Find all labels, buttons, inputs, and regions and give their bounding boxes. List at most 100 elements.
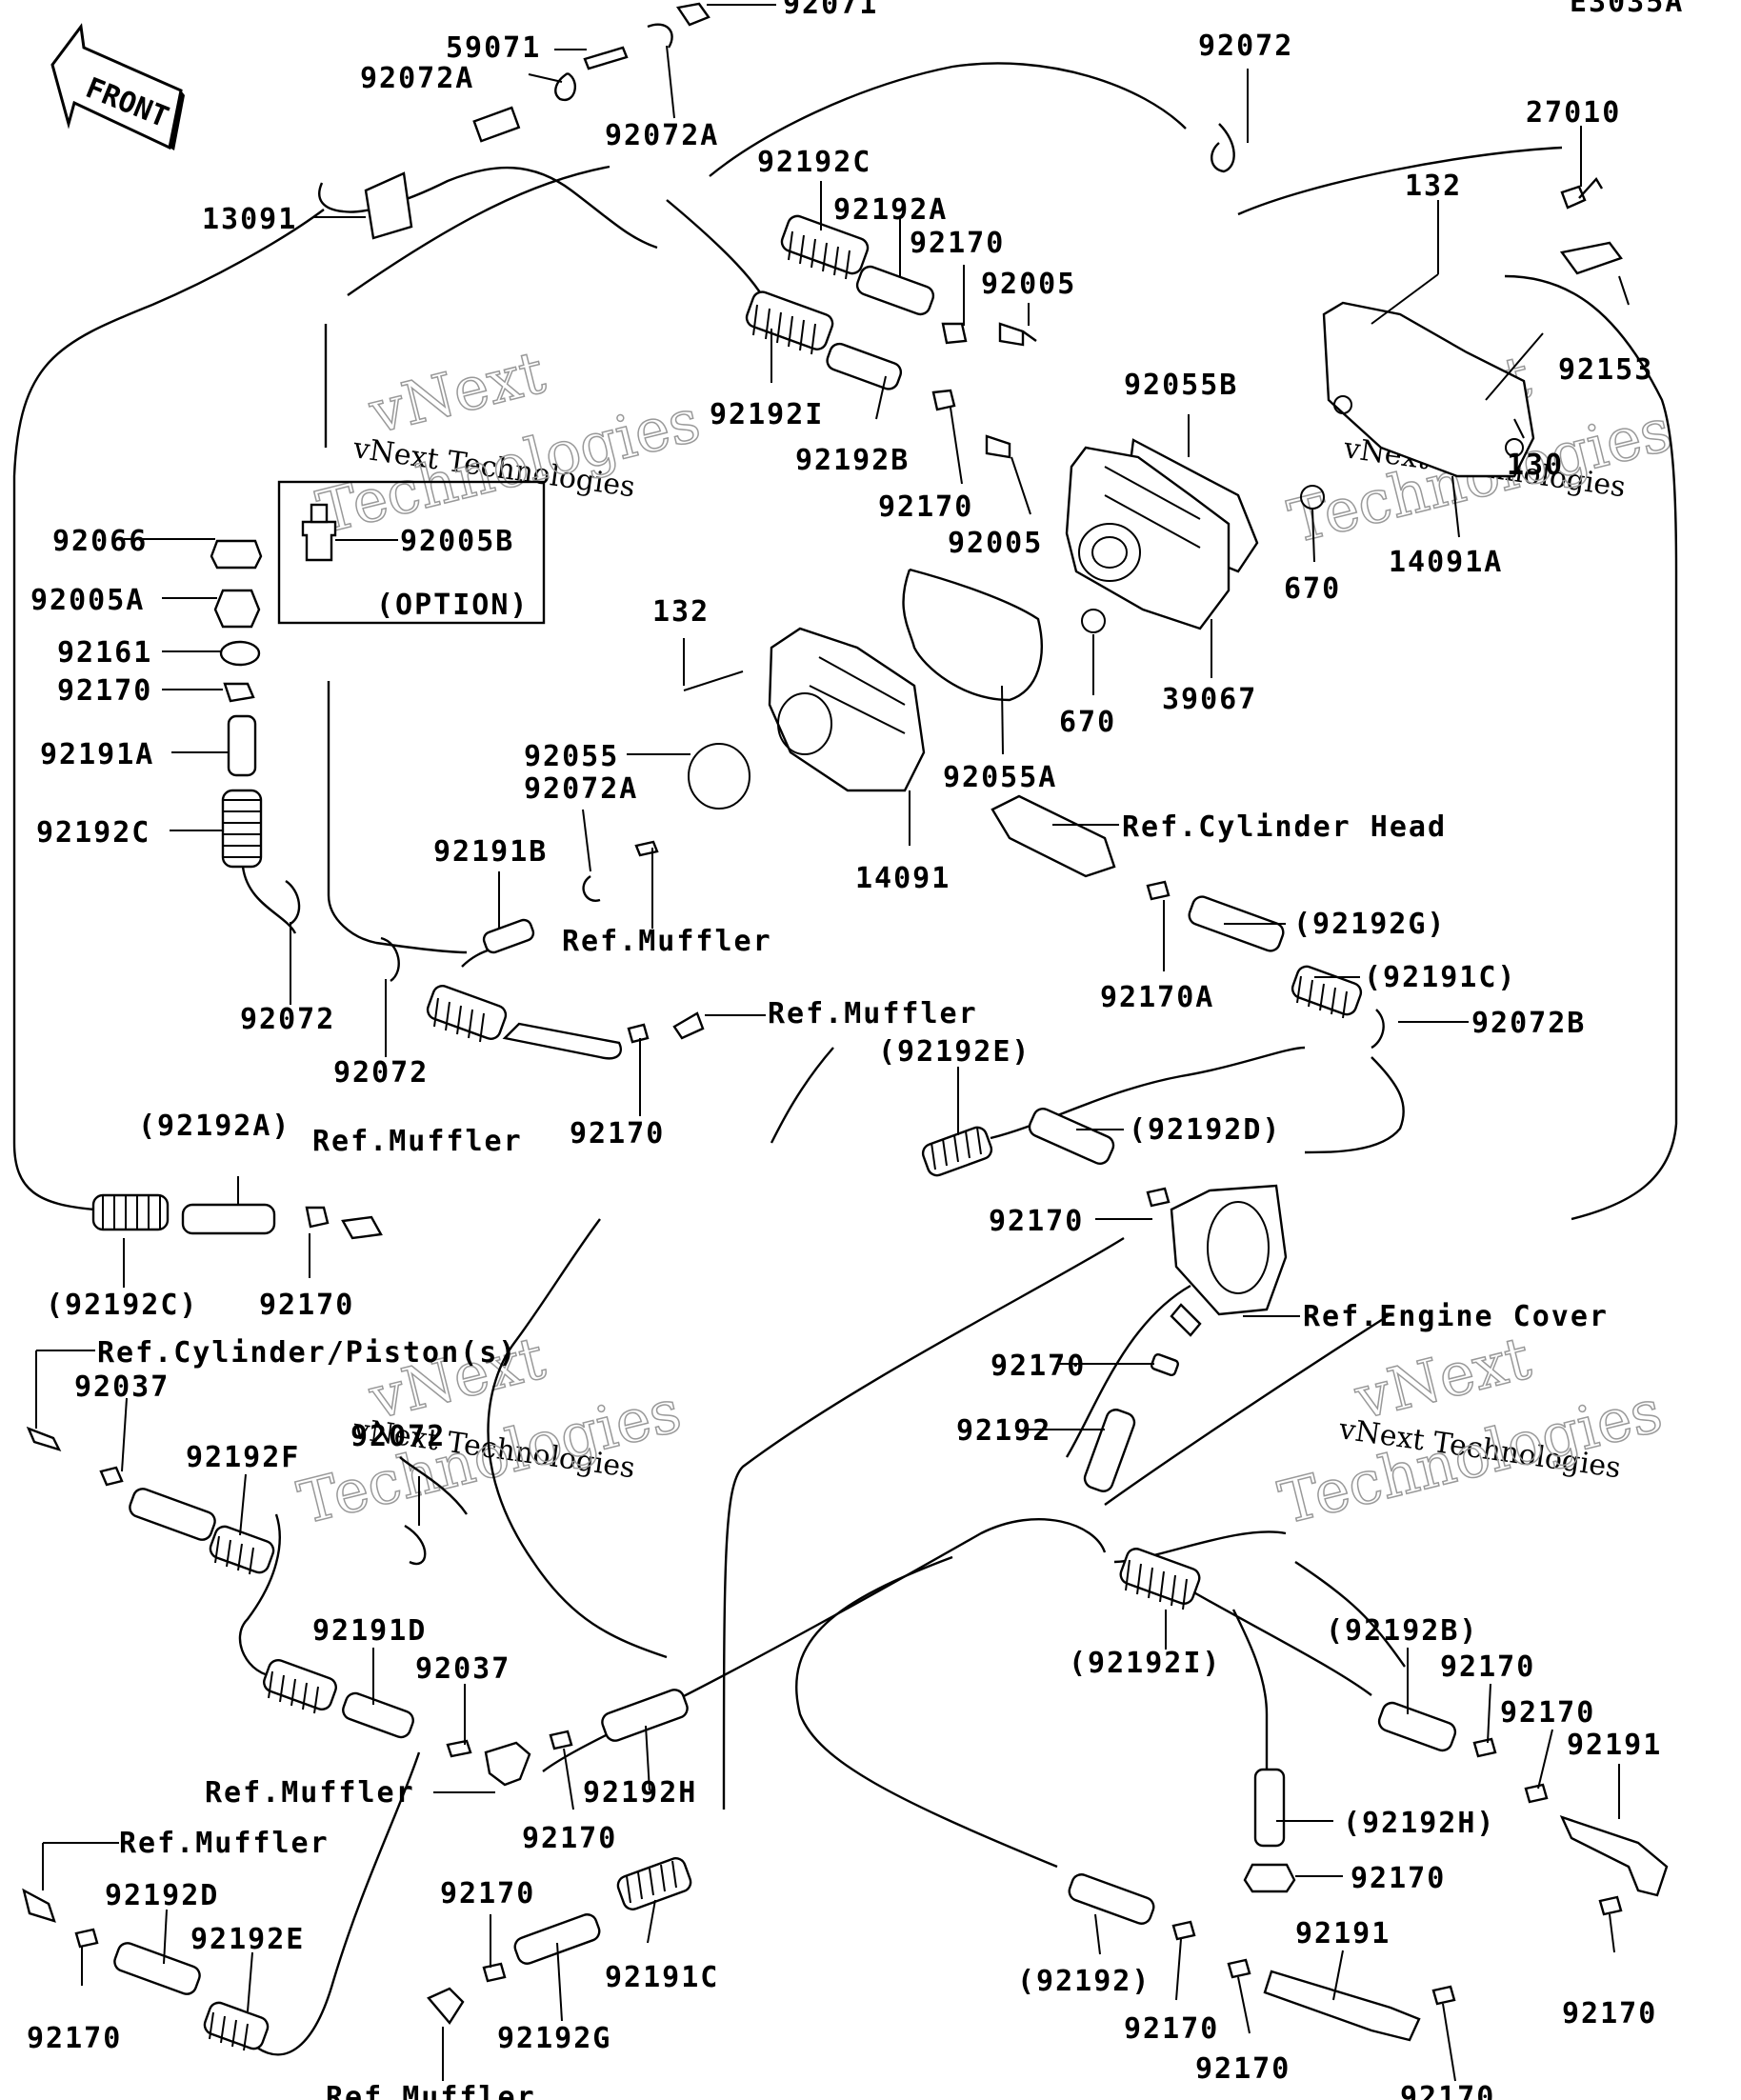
label-92072-b: 92072: [333, 1056, 429, 1090]
ref-muffler-3: Ref.Muffler: [312, 1125, 523, 1158]
label-92170-b7: 92170: [440, 1877, 535, 1910]
clamp-92037-b: [446, 1739, 472, 1758]
clip-92072A-b: [647, 23, 673, 49]
label-92191-r: 92191: [1567, 1729, 1662, 1762]
clamp-92170-m3: [1146, 1187, 1171, 1208]
label-92170-m4: 92170: [991, 1350, 1086, 1383]
label-92191B: 92191B: [433, 835, 548, 869]
part-27010: [1560, 176, 1604, 210]
label-92191A: 92191A: [40, 738, 154, 771]
option-box: 92005B (OPTION): [277, 480, 546, 625]
label-92170-l1: 92170: [57, 674, 152, 708]
clamp-92170-b4: [1171, 1920, 1196, 1941]
reference-labels: Ref.Cylinder Head Ref.Muffler Ref.Muffle…: [97, 810, 1607, 2100]
hose-92191D: [342, 1691, 414, 1739]
label-92072-a: 92072: [240, 1003, 335, 1036]
label-130: 130: [1507, 449, 1564, 482]
fitting-92005-mid: [985, 434, 1011, 459]
label-92072A-b: 92072A: [605, 119, 719, 152]
clip-92072-top: [1211, 123, 1235, 173]
cover-14091: [768, 627, 926, 792]
label-92192H-p: (92192H): [1343, 1807, 1496, 1840]
clamp-92170-b7: [482, 1962, 507, 1983]
ref-muffler-5: Ref.Muffler: [119, 1827, 330, 1860]
clamp-92037-a: [99, 1466, 124, 1487]
ref-muffler-6: Ref.Muffler: [326, 2081, 536, 2100]
label-92192B-p: (92192B): [1326, 1614, 1479, 1648]
label-92170-b4: 92170: [1124, 2012, 1219, 2046]
clamp-92170-b3: [74, 1928, 99, 1949]
label-92170-b8: 92170: [1400, 2081, 1495, 2100]
label-92192I-top: 92192I: [710, 398, 824, 431]
spring-92192E-p: [921, 1126, 993, 1177]
clamp-92170-r1: [1472, 1737, 1497, 1758]
diagram-code: E3035A: [1570, 0, 1684, 19]
leader-lines: [35, 4, 1630, 2082]
label-92192D-p: (92192D): [1129, 1113, 1282, 1147]
label-92170-r2: 92170: [1500, 1696, 1595, 1730]
label-92191C: 92191C: [605, 1961, 719, 1994]
label-92192C-top: 92192C: [757, 146, 871, 179]
label-92170-m: 92170: [570, 1117, 665, 1150]
hose-bend-mid: [502, 1022, 622, 1060]
ref-cylinder-piston: Ref.Cylinder/Piston(s): [97, 1336, 517, 1370]
hose-92192: [1083, 1409, 1136, 1492]
plug-92066: [210, 539, 263, 570]
clamp-92170-b5: [1227, 1958, 1251, 1979]
clamp-92170-b1: [549, 1730, 573, 1750]
ref-cylinder-head: Ref.Cylinder Head: [1122, 810, 1447, 844]
label-92072A-mid: 92072A: [524, 772, 638, 806]
fitting-92005-top: [998, 322, 1037, 347]
spring-hose-mid: [426, 985, 508, 1043]
label-92072-c: 92072: [350, 1420, 446, 1453]
cover-14091A: [1322, 301, 1535, 478]
label-92055: 92055: [524, 740, 619, 773]
fitting-ref-muffler-5: [22, 1888, 56, 1923]
watermark-top-left: vNext Technologies vNext Technologies: [310, 336, 707, 548]
ref-muffler-4: Ref.Muffler: [205, 1776, 415, 1810]
clamp-92170-b8: [1598, 1895, 1623, 1916]
clamp-92170A: [1146, 880, 1171, 901]
label-14091A: 14091A: [1389, 546, 1503, 579]
label-92170A: 92170A: [1100, 981, 1214, 1014]
watermark-bottom-right: vNext Technologies vNext Technologies: [1271, 1322, 1669, 1538]
hose-92192D: [113, 1942, 201, 1995]
label-92055B: 92055B: [1124, 369, 1238, 402]
fitting-ref-muffler-6: [427, 1987, 465, 2026]
label-39067: 39067: [1162, 683, 1257, 716]
hose-92192D-p: [1028, 1107, 1115, 1166]
part-59071: [583, 46, 629, 70]
part-92071: [675, 2, 710, 27]
spring-92192C-top: [780, 214, 870, 280]
bolt-130: [1485, 332, 1544, 401]
label-92192A-p: (92192A): [138, 1110, 291, 1143]
label-59071: 59071: [446, 31, 541, 65]
spring-92192E: [203, 2001, 270, 2051]
label-92072A-a: 92072A: [360, 62, 474, 95]
label-92192E: 92192E: [190, 1923, 305, 1956]
option-label: (OPTION): [376, 589, 530, 622]
label-670-right: 670: [1284, 572, 1341, 606]
clamp-92170-r2: [1524, 1783, 1549, 1804]
label-92161: 92161: [57, 636, 152, 670]
label-92192F: 92192F: [186, 1441, 300, 1474]
clamp-92170-t1: [941, 322, 968, 345]
hose-short-top: [472, 106, 521, 143]
hose-92192B-p: [1377, 1701, 1457, 1752]
fitting-92005A: [213, 589, 261, 629]
label-92005A: 92005A: [30, 584, 145, 617]
spring-92192I-top: [745, 290, 834, 355]
ref-muffler-1: Ref.Muffler: [562, 925, 772, 958]
label-13091: 13091: [202, 203, 297, 236]
label-92170-b3: 92170: [27, 2022, 122, 2055]
part-92161: [219, 640, 261, 667]
label-92170-t2: 92170: [878, 490, 973, 524]
hose-92192B-top: [826, 342, 903, 390]
part-92170-m4: [1150, 1352, 1180, 1377]
hose-92192G: [513, 1913, 601, 1965]
label-92170-r1: 92170: [1440, 1650, 1535, 1684]
label-92170-m3: 92170: [989, 1205, 1084, 1238]
part-ref-muffler-1: [634, 840, 659, 857]
label-92192B-top: 92192B: [795, 444, 910, 477]
